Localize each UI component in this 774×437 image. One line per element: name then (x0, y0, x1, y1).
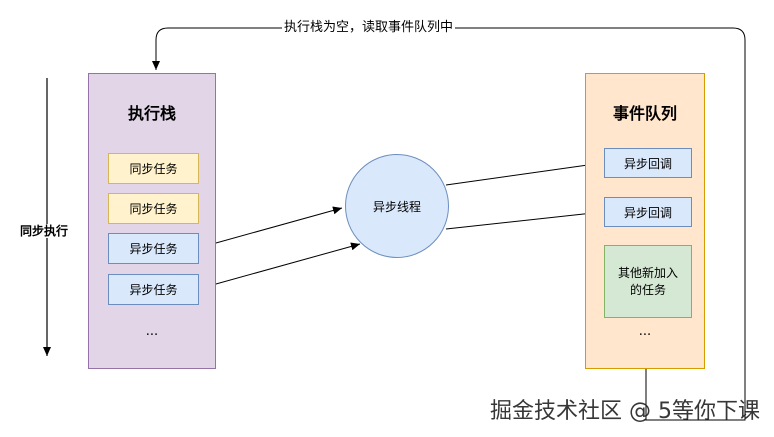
async-to-thread-arrow-1 (197, 206, 343, 249)
event-queue-title: 事件队列 (612, 104, 677, 123)
async-callback-1: 异步回调 (604, 148, 692, 178)
async-thread-circle: 异步线程 (345, 154, 449, 258)
sync-execution-label: 同步执行 (20, 224, 69, 239)
async-to-thread-arrow-2 (197, 242, 361, 290)
sync-task-2: 同步任务 (108, 193, 199, 224)
stack-ellipsis: ... (145, 324, 159, 339)
async-thread-label: 异步线程 (372, 199, 421, 214)
sync-task-1: 同步任务 (108, 153, 199, 184)
thread-to-callback-arrow-2 (445, 208, 603, 230)
queue-ellipsis: ... (638, 324, 652, 339)
loop-back-arrow (152, 27, 746, 421)
new-tasks-box: 其他新加入 的任务 (604, 245, 692, 318)
loop-label: 执行栈为空，读取事件队列中 (282, 20, 456, 36)
async-callback-2: 异步回调 (604, 197, 692, 227)
async-task-1: 异步任务 (108, 233, 199, 264)
watermark: 掘金技术社区 @ 5等你下课 (490, 399, 760, 424)
async-task-2: 异步任务 (108, 274, 199, 305)
thread-to-callback-arrow-1 (445, 160, 603, 186)
execution-stack-title: 执行栈 (127, 104, 176, 123)
